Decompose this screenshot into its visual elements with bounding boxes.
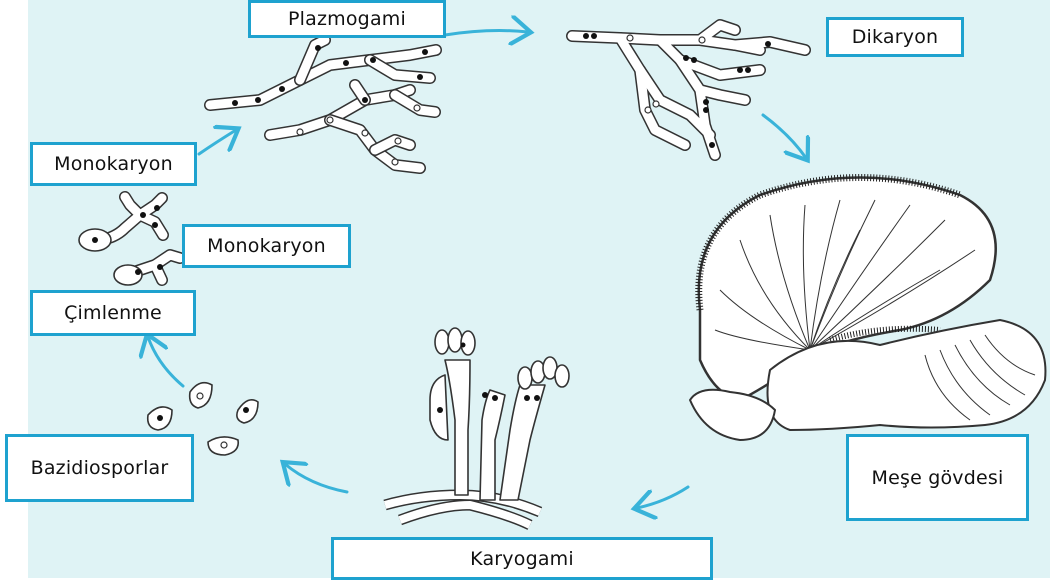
label-monokaryon-top: Monokaryon <box>30 142 197 186</box>
dikaryon-hyphae-illustration <box>572 25 805 155</box>
label-cimlenme: Çimlenme <box>30 290 196 336</box>
label-karyogami: Karyogami <box>331 537 713 580</box>
label-bazidiosporlar: Bazidiosporlar <box>5 434 194 502</box>
arrow-monokaryon-to-plazmogami <box>199 130 236 154</box>
arrow-mushroom-to-karyogami <box>637 487 688 508</box>
arrow-plazmogami-to-dikaryon <box>445 31 528 35</box>
arrow-karyogami-to-spores <box>285 464 347 492</box>
label-plazmogami: Plazmogami <box>248 0 446 38</box>
karyogami-basidia-illustration <box>385 328 569 525</box>
arrow-spores-to-germination <box>148 337 183 386</box>
arrow-dikaryon-to-mushroom <box>763 115 806 158</box>
germinating-spores-illustration <box>79 197 180 285</box>
plazmogami-hyphae-illustration <box>210 40 436 168</box>
oyster-mushroom-illustration <box>690 178 1045 441</box>
label-monokaryon-mid: Monokaryon <box>182 224 351 268</box>
label-dikaryon: Dikaryon <box>826 17 964 57</box>
label-mese-govdesi: Meşe gövdesi <box>846 434 1029 521</box>
